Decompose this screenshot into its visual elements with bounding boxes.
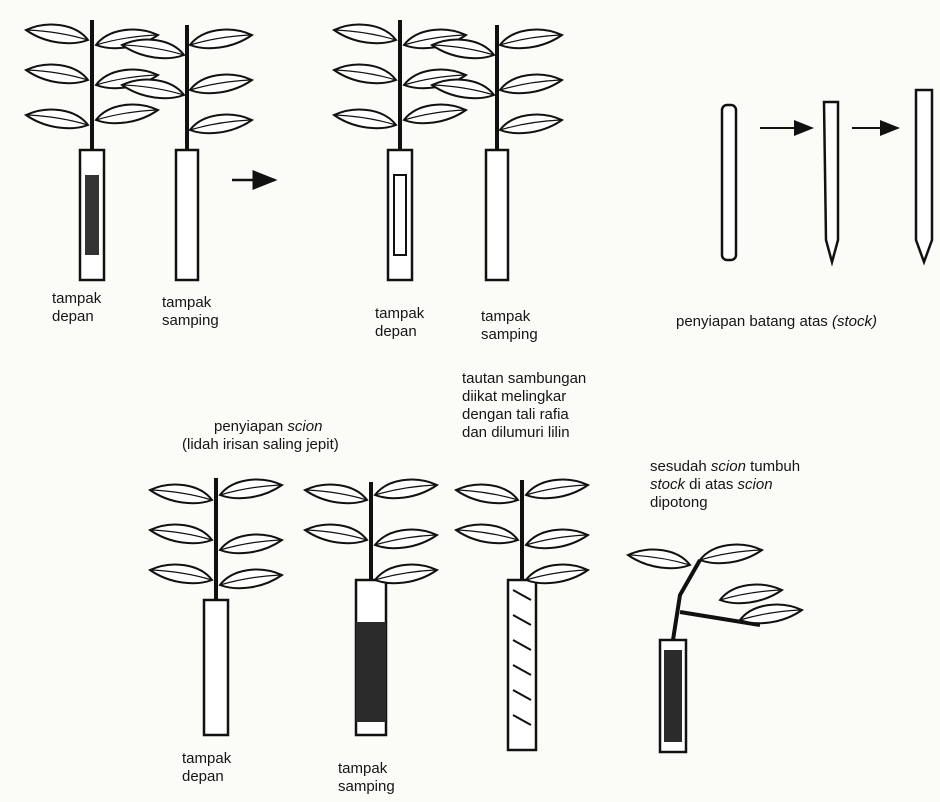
- label-front-view-3: tampak depan: [182, 750, 231, 786]
- scion-front-view: [150, 478, 282, 735]
- stock-caption: penyiapan batang atas (stock): [676, 313, 877, 331]
- tie-caption: tautan sambungan diikat melingkar dengan…: [462, 370, 586, 442]
- stock-stick-1: [722, 105, 736, 260]
- scion-caption: penyiapan scion (lidah irisan saling jep…: [214, 418, 339, 454]
- label-front-view-2: tampak depan: [375, 305, 424, 341]
- stock-stick-3: [916, 90, 932, 262]
- plant-side-view-1: [122, 25, 252, 280]
- after-growth-caption: sesudah scion tumbuh stock di atas scion…: [650, 458, 800, 512]
- label-front-view-1: tampak depan: [52, 290, 101, 326]
- plant-side-view-2: [432, 25, 562, 280]
- tied-graft-view: [456, 480, 588, 750]
- plant-front-view-1: [26, 20, 158, 280]
- stock-stick-2: [824, 102, 838, 262]
- label-side-view-2: tampak samping: [481, 308, 538, 344]
- label-side-view-1: tampak samping: [162, 294, 219, 330]
- plant-front-view-2: [334, 20, 466, 280]
- scion-side-view: [305, 480, 437, 735]
- grown-scion-view: [628, 545, 802, 752]
- label-side-view-3: tampak samping: [338, 760, 395, 796]
